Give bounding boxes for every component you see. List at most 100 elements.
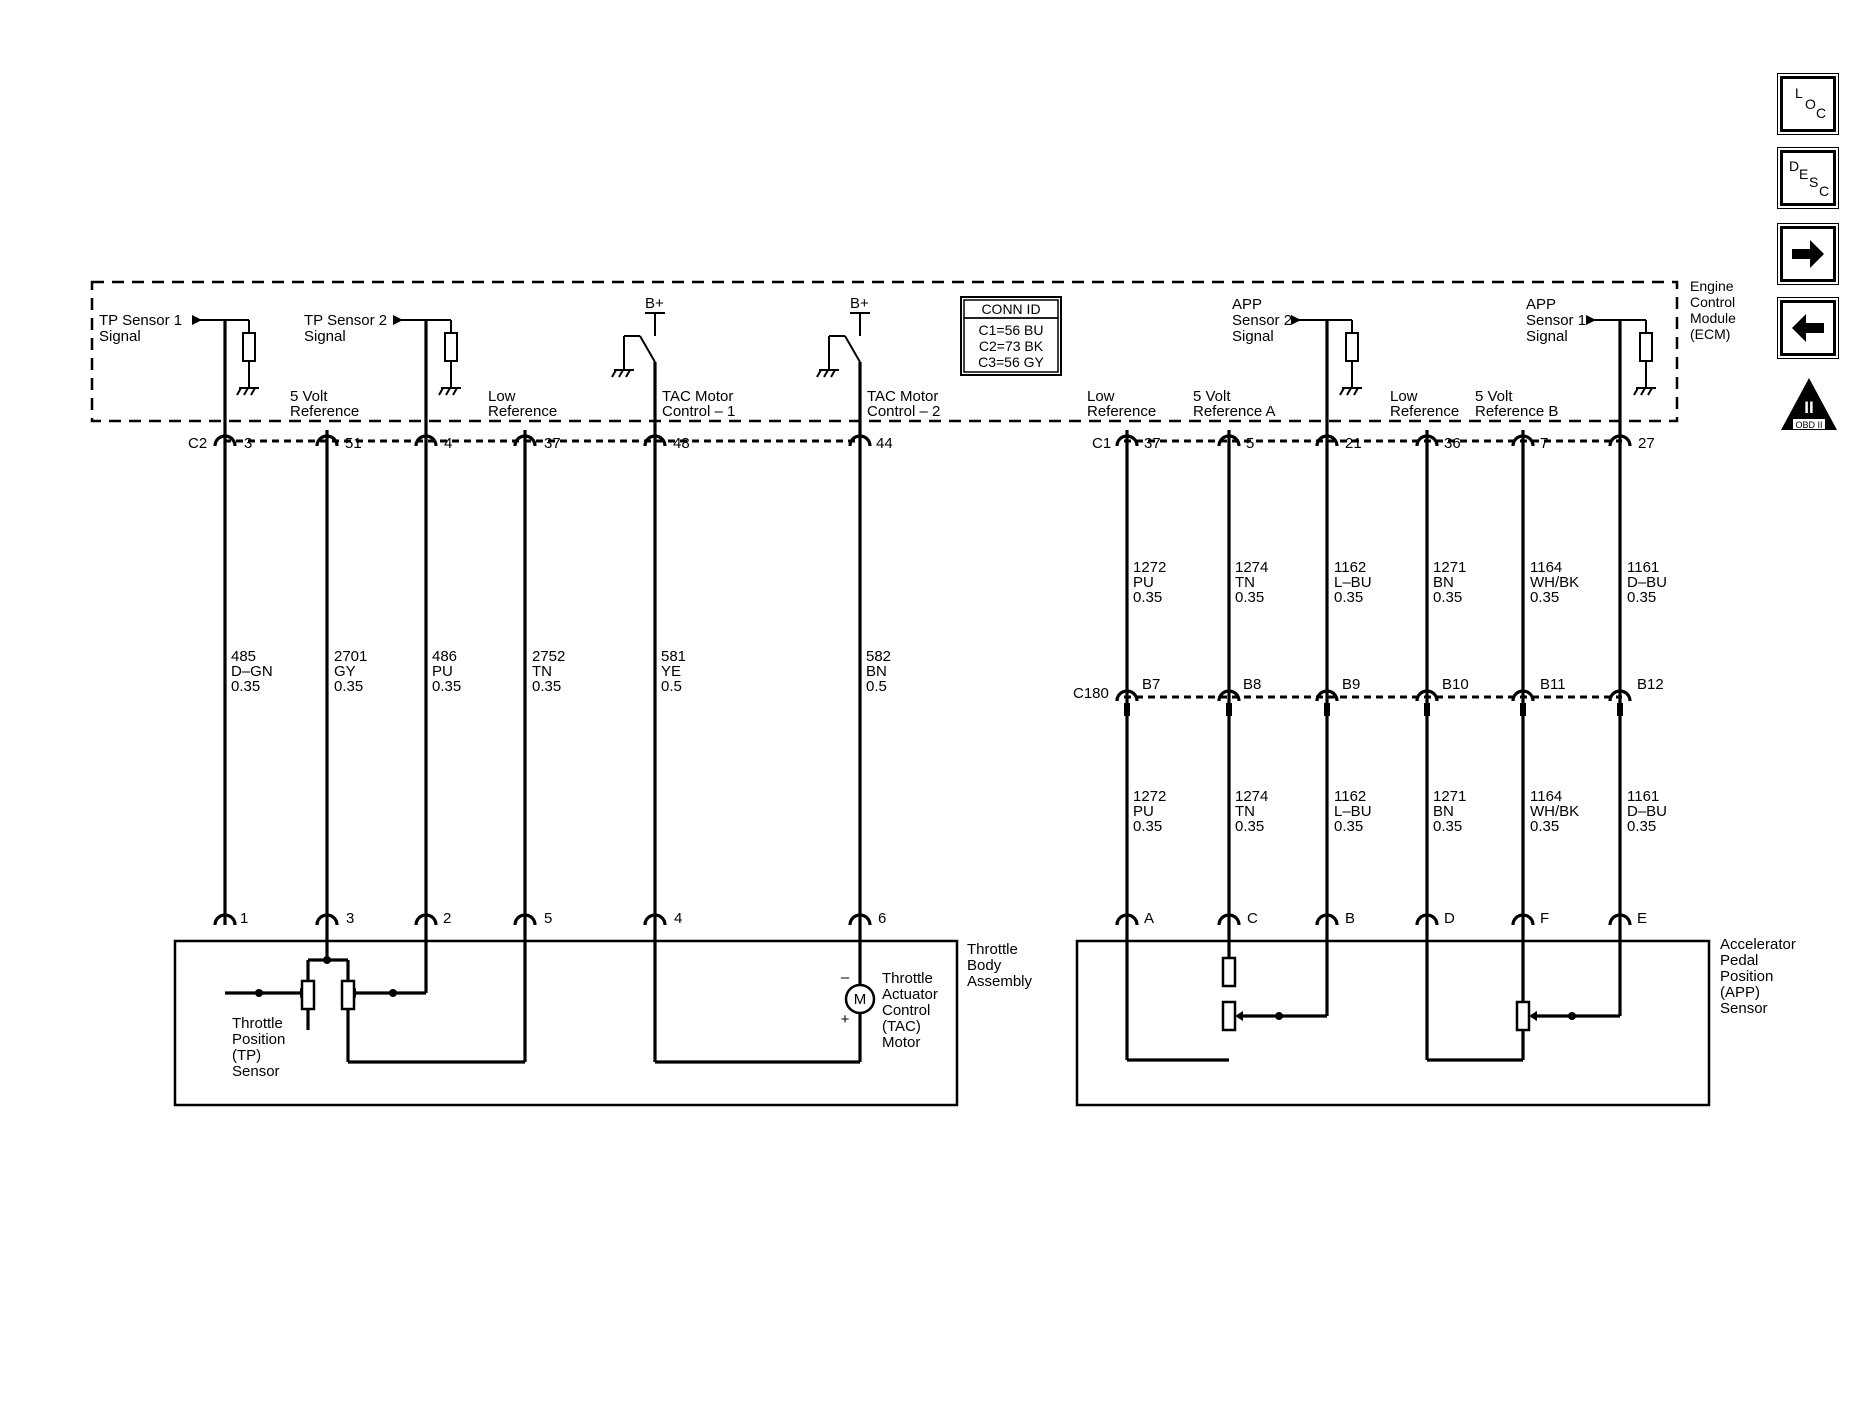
circuit-number-lower: 1272	[1133, 788, 1166, 805]
obd-ii-numeral: II	[1804, 398, 1813, 417]
svg-text:5 Volt: 5 Volt	[1193, 388, 1231, 405]
resistor-icon	[444, 332, 458, 362]
svg-text:Throttle: Throttle	[232, 1015, 283, 1032]
wire-1162: 21 1162 L–BU 0.35 B9 1162 L–BU 0.35 B	[1315, 320, 1372, 1016]
svg-text:Position: Position	[232, 1031, 285, 1048]
inline-pin: B9	[1342, 676, 1360, 693]
device-pin: 1	[240, 910, 248, 927]
wire-gauge-upper: 0.35	[1627, 589, 1656, 606]
wire-gauge: 0.5	[661, 678, 682, 695]
wire-gauge-upper: 0.35	[1334, 589, 1363, 606]
label-5v-reference: 5 Volt Reference	[290, 388, 359, 420]
svg-text:Reference: Reference	[1087, 403, 1156, 420]
svg-text:Body: Body	[967, 957, 1002, 974]
motor-minus: –	[841, 969, 850, 986]
svg-text:Signal: Signal	[304, 328, 346, 345]
svg-text:Position: Position	[1720, 968, 1773, 985]
wire-gauge-upper: 0.35	[1433, 589, 1462, 606]
back-button[interactable]	[1777, 297, 1839, 359]
tp-sensor-1-element	[300, 979, 316, 1011]
circuit-number-lower: 1162	[1334, 788, 1366, 805]
wire-color: D–GN	[231, 663, 273, 680]
circuit-number-upper: 1272	[1133, 559, 1166, 576]
device-pin: 6	[878, 910, 886, 927]
wire-gauge-lower: 0.35	[1334, 818, 1363, 835]
device-pin: E	[1637, 910, 1647, 927]
svg-text:TAC Motor: TAC Motor	[867, 388, 938, 405]
connector-c180-label: C180	[1073, 685, 1109, 702]
wire-color-upper: L–BU	[1334, 574, 1372, 591]
label-bplus-2: B+	[850, 295, 869, 312]
svg-text:Low: Low	[1087, 388, 1115, 405]
svg-text:Sensor 1: Sensor 1	[1526, 312, 1586, 329]
arrow-left-icon	[1792, 314, 1824, 342]
wire-485: 3 485 D–GN 0.35 1	[213, 320, 273, 927]
tp-sensor-circuit	[225, 956, 525, 1064]
tac2-driver-switch	[816, 312, 870, 378]
obd-ii-icon[interactable]: II OBD II	[1779, 376, 1843, 434]
wire-581: 48 581 YE 0.5 4	[643, 362, 690, 1062]
svg-text:Low: Low	[1390, 388, 1418, 405]
ecm-pin: 44	[876, 435, 893, 452]
wire-color-upper: TN	[1235, 574, 1255, 591]
svg-text:Accelerator: Accelerator	[1720, 936, 1796, 953]
ecm-pin: 7	[1540, 435, 1548, 452]
svg-text:TP Sensor 2: TP Sensor 2	[304, 312, 387, 329]
app2-signal-circuit	[1291, 315, 1362, 396]
ecm-pin: 51	[345, 435, 362, 452]
wire-color: PU	[432, 663, 453, 680]
svg-text:Throttle: Throttle	[882, 970, 933, 987]
loc-button[interactable]: L O C	[1777, 73, 1839, 135]
ecm-pin: 37	[544, 435, 561, 452]
wire-gauge-lower: 0.35	[1235, 818, 1264, 835]
label-5v-reference-a: 5 Volt Reference A	[1193, 388, 1276, 420]
wire-gauge: 0.35	[334, 678, 363, 695]
wire-color: BN	[866, 663, 887, 680]
inline-pin: B11	[1540, 676, 1566, 693]
label-low-reference-r1: Low Reference	[1087, 388, 1156, 420]
label-bplus-1: B+	[645, 295, 664, 312]
wire-gauge-upper: 0.35	[1133, 589, 1162, 606]
resistor-icon	[1345, 332, 1359, 362]
device-pin: 4	[674, 910, 682, 927]
loc-letter-c: C	[1816, 105, 1827, 121]
circuit-number: 2752	[532, 648, 565, 665]
wire-color-lower: L–BU	[1334, 803, 1372, 820]
wire-1272: 37 1272 PU 0.35 B7 1272 PU 0.35 A	[1115, 430, 1166, 1060]
desc-button[interactable]: D E S C	[1777, 147, 1839, 209]
label-app-sensor-2-signal: APP Sensor 2 Signal	[1232, 296, 1292, 345]
wire-gauge: 0.35	[231, 678, 260, 695]
inline-pin: B7	[1142, 676, 1160, 693]
ecm-pin: 5	[1246, 435, 1254, 452]
app-sensor-assembly	[1075, 939, 1711, 1107]
svg-text:Sensor 2: Sensor 2	[1232, 312, 1292, 329]
wire-gauge-upper: 0.35	[1235, 589, 1264, 606]
ecm-pin: 4	[444, 435, 452, 452]
circuit-number-upper: 1161	[1627, 559, 1659, 576]
desc-letter-s: S	[1809, 174, 1819, 190]
obd-ii-label: OBD II	[1795, 420, 1822, 430]
svg-text:Reference: Reference	[1390, 403, 1459, 420]
arrow-right-icon	[1792, 240, 1824, 268]
app-sensor-title: Accelerator Pedal Position (APP) Sensor	[1720, 936, 1796, 1017]
svg-text:Signal: Signal	[1232, 328, 1274, 345]
svg-text:Control – 2: Control – 2	[867, 403, 940, 420]
conn-id-c1: C1=56 BU	[979, 322, 1044, 338]
wire-color-lower: PU	[1133, 803, 1154, 820]
forward-button[interactable]	[1777, 223, 1839, 285]
circuit-number: 485	[231, 648, 256, 665]
tp1-signal-circuit	[192, 315, 259, 396]
svg-text:TP Sensor 1: TP Sensor 1	[99, 312, 182, 329]
circuit-number: 486	[432, 648, 457, 665]
svg-text:APP: APP	[1526, 296, 1556, 313]
conn-id-c2: C2=73 BK	[979, 338, 1044, 354]
svg-text:Reference B: Reference B	[1475, 403, 1558, 420]
svg-text:Actuator: Actuator	[882, 986, 938, 1003]
device-pin: A	[1144, 910, 1154, 927]
tp-sensor-label: Throttle Position (TP) Sensor	[232, 1015, 285, 1080]
wire-gauge: 0.35	[432, 678, 461, 695]
loc-letter-l: L	[1795, 85, 1803, 101]
svg-text:Reference: Reference	[290, 403, 359, 420]
throttle-body-title: Throttle Body Assembly	[967, 941, 1033, 990]
